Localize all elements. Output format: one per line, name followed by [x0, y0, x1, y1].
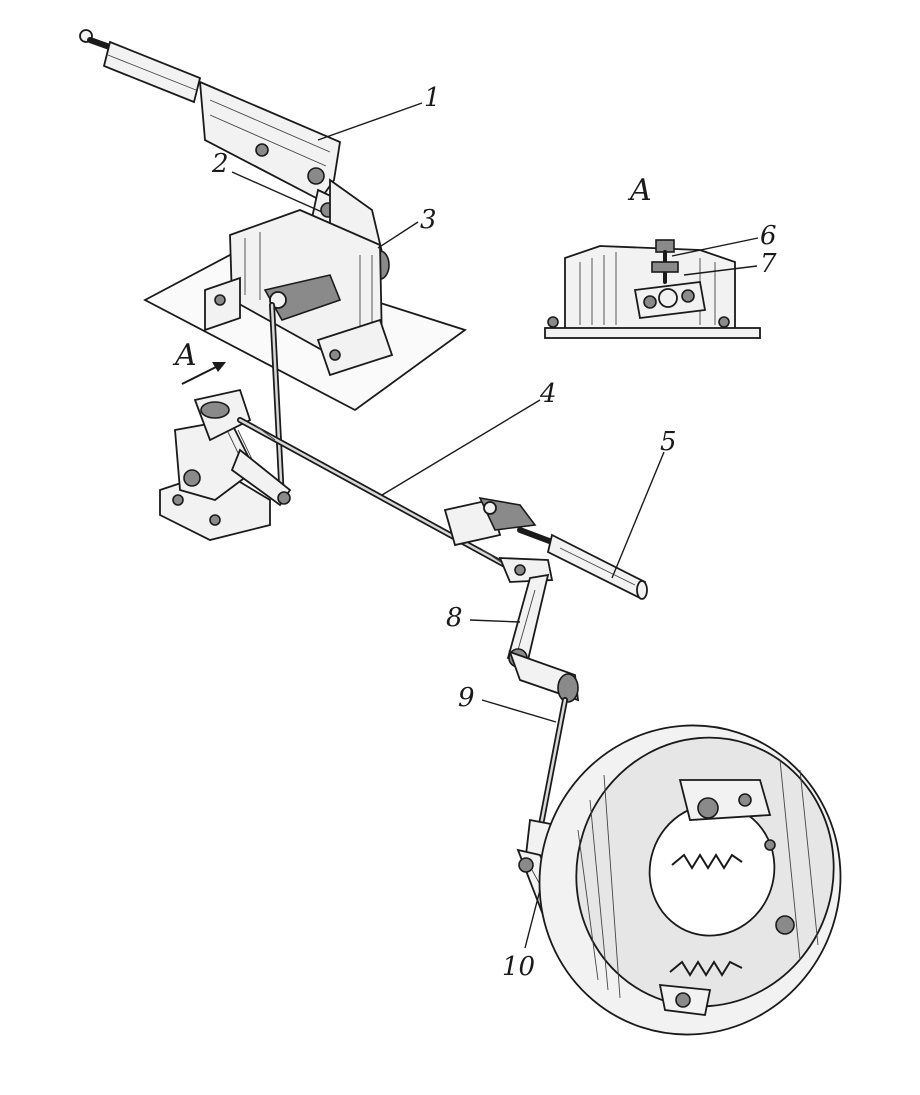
callout-8: 8	[446, 603, 463, 633]
intermediate-bracket	[159, 388, 292, 541]
view-arrow	[181, 362, 226, 385]
hand-lever	[79, 29, 341, 202]
vertical-link	[269, 302, 285, 503]
callout-2: 2	[211, 149, 229, 179]
callout-3: 3	[420, 205, 437, 235]
callout-1: 1	[424, 83, 441, 113]
callout-4: 4	[539, 379, 557, 409]
leader-lines	[231, 102, 759, 949]
lever-8	[498, 557, 580, 703]
callout-5: 5	[660, 427, 677, 457]
view-marker-label: A	[172, 338, 197, 373]
callout-6: 6	[760, 221, 777, 251]
callout-9: 9	[458, 683, 475, 713]
lever-bracket	[204, 209, 394, 377]
inset-view-a	[544, 239, 761, 339]
callout-7: 7	[760, 249, 777, 279]
inset-title: A	[627, 173, 652, 208]
cross-shaft	[443, 496, 648, 600]
brake-drum	[538, 724, 842, 1036]
callout-labels: 1 2 3 4 5 6 7 8 9 10 A A	[172, 83, 777, 982]
callout-10: 10	[502, 952, 535, 982]
